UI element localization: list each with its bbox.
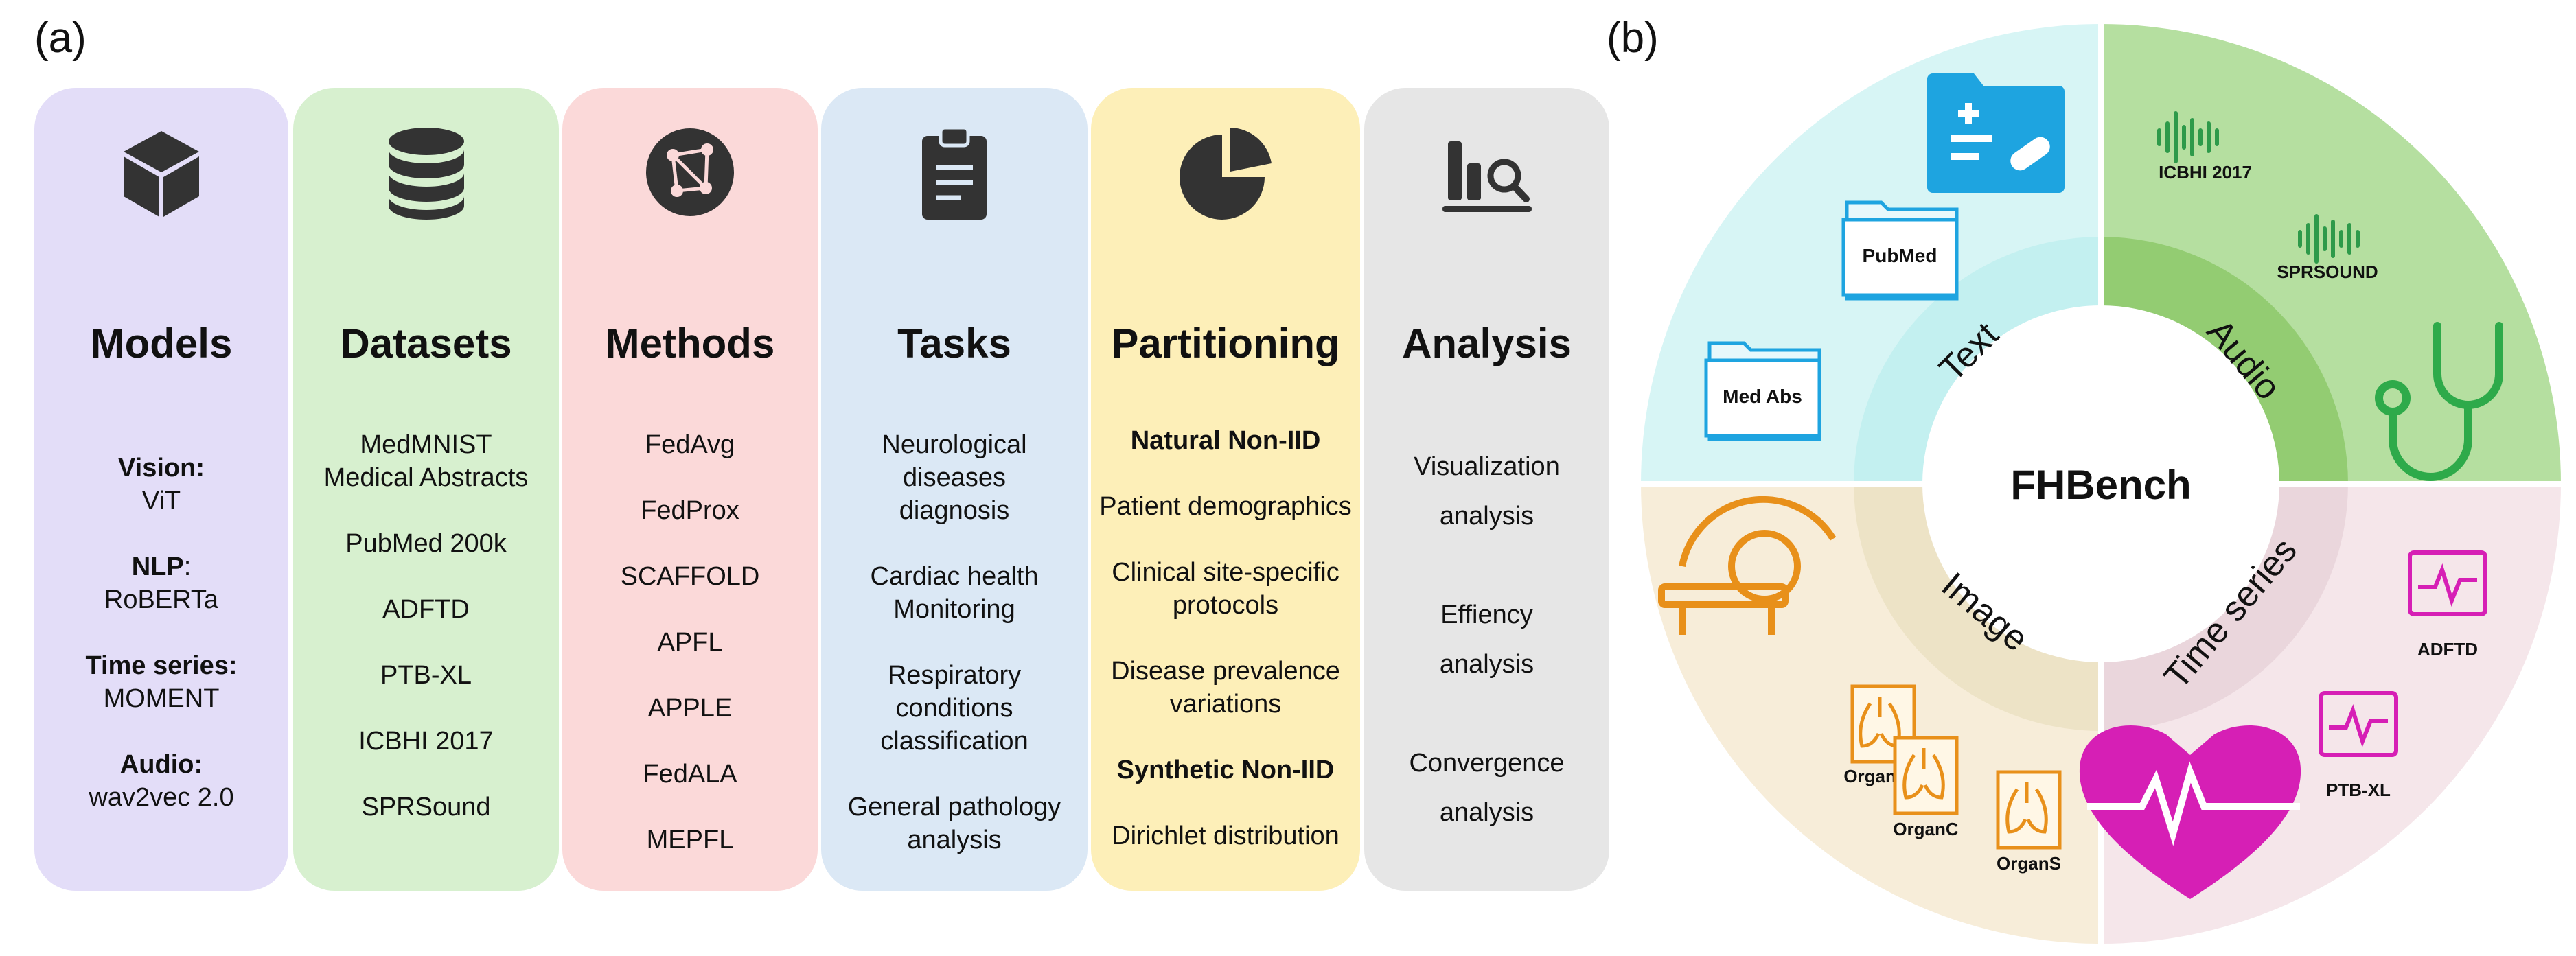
model-group: Audio: wav2vec 2.0 [34,748,288,814]
task-item: Neurological [882,430,1027,459]
lungs-icon [1893,736,1959,815]
partition-item: Disease prevalence [1111,657,1340,686]
panel-a-label: (a) [34,14,87,62]
analysis-item: analysis [1439,650,1534,679]
ecg-monitor-icon [2319,691,2398,757]
method-item: FedAvg [645,430,735,459]
heart-rate-icon [2079,725,2301,899]
task-item: classification [880,727,1028,756]
analysis-item: Visualization [1414,452,1560,481]
method-item: FedProx [641,496,739,525]
methods-card: Methods FedAvg FedProx SCAFFOLD APFL APP… [562,88,818,891]
folder-plus-icon [1927,73,2065,193]
fhbench-wheel: FHBench Text Audio Image Time series Pub… [1634,17,2568,951]
task-item: conditions [895,694,1013,723]
analysis-item: Effiency [1440,601,1533,629]
waveform-icon [2298,214,2360,264]
analysis-item: analysis [1439,798,1534,827]
model-group: Vision: ViT [34,452,288,517]
analysis-card: Analysis Visualization analysis Effiency… [1364,88,1609,891]
clipboard-icon [922,126,987,220]
partitioning-card: Partitioning Natural Non-IID Patient dem… [1091,88,1360,891]
model-head: Time series: [85,651,238,680]
ecg-monitor-icon [2408,550,2487,616]
method-item: MEPFL [646,826,734,854]
partition-heading: Natural Non-IID [1130,426,1321,455]
partition-item: Clinical site-specific [1112,558,1339,587]
model-head: NLP [131,552,184,581]
adftd-label: ADFTD [2417,639,2478,660]
center-title: FHBench [2010,462,2191,508]
analysis-title: Analysis [1402,320,1572,366]
method-item: APPLE [647,694,733,723]
analysis-item: Convergence [1409,749,1565,778]
dataset-item: ADFTD [382,595,470,624]
stethoscope-icon [2375,322,2503,481]
task-item: Monitoring [893,595,1015,624]
dataset-item: SPRSound [361,793,491,821]
pie-chart-icon [1180,128,1272,220]
sprsound-label: SPRSOUND [2277,261,2378,282]
partition-item: variations [1169,690,1282,719]
partition-heading: Synthetic Non-IID [1116,756,1335,784]
lungs-icon [1996,770,2062,850]
models-card: Models Vision: ViT NLP: RoBERTa Time serie… [34,88,288,891]
model-value: MOMENT [103,684,220,713]
model-head: Audio: [119,750,203,779]
method-item: APFL [657,628,723,657]
task-item: General pathology [847,793,1061,821]
dataset-item: ICBHI 2017 [358,727,494,756]
pubmed-label: PubMed [1863,245,1937,266]
task-item: Respiratory [887,661,1022,690]
task-item: Cardiac health [870,562,1039,591]
model-head: Vision: [118,454,205,482]
network-icon [646,128,734,216]
models-title: Models [90,320,233,366]
model-value: wav2vec 2.0 [89,783,234,812]
model-value: ViT [141,487,181,515]
partition-item: Patient demographics [1099,492,1352,521]
dataset-item: Medical Abstracts [323,463,529,492]
cube-icon [124,131,199,217]
dataset-item: PubMed 200k [345,529,507,558]
task-item: diseases [903,463,1006,492]
icbhi-label: ICBHI 2017 [2159,162,2252,183]
folder-icon [1704,341,1821,441]
mri-scanner-icon [1658,496,1837,635]
partitioning-title: Partitioning [1111,320,1340,366]
task-item: analysis [907,826,1002,854]
method-item: SCAFFOLD [620,562,760,591]
partition-item: protocols [1172,591,1279,620]
analysis-item: analysis [1439,502,1534,531]
organs-label: OrganS [1997,853,2061,874]
model-value: RoBERTa [104,585,219,614]
waveform-icon [2157,111,2219,163]
center-circle [1922,305,2279,662]
model-head-suffix: : [183,552,192,581]
partition-item: Dirichlet distribution [1112,821,1339,850]
model-group: NLP: RoBERTa [34,550,288,616]
dataset-item: MedMNIST [360,430,492,459]
datasets-card: Datasets MedMNIST Medical Abstracts PubM… [293,88,559,891]
ptbxl-label: PTB-XL [2326,780,2391,800]
med-abs-label: Med Abs [1723,386,1802,407]
database-icon [388,128,464,220]
dataset-item: PTB-XL [380,661,472,690]
tasks-card: Tasks Neurological diseases diagnosis Ca… [821,88,1088,891]
tasks-title: Tasks [897,320,1011,366]
panel-b-label: (b) [1607,14,1659,62]
organc-label: OrganC [1893,819,1959,839]
folder-icon [1841,200,1959,301]
datasets-title: Datasets [340,320,512,366]
bar-chart-search-icon [1442,141,1532,212]
methods-title: Methods [605,320,775,366]
method-item: FedALA [643,760,737,789]
model-group: Time series: MOMENT [34,649,288,715]
task-item: diagnosis [899,496,1010,525]
